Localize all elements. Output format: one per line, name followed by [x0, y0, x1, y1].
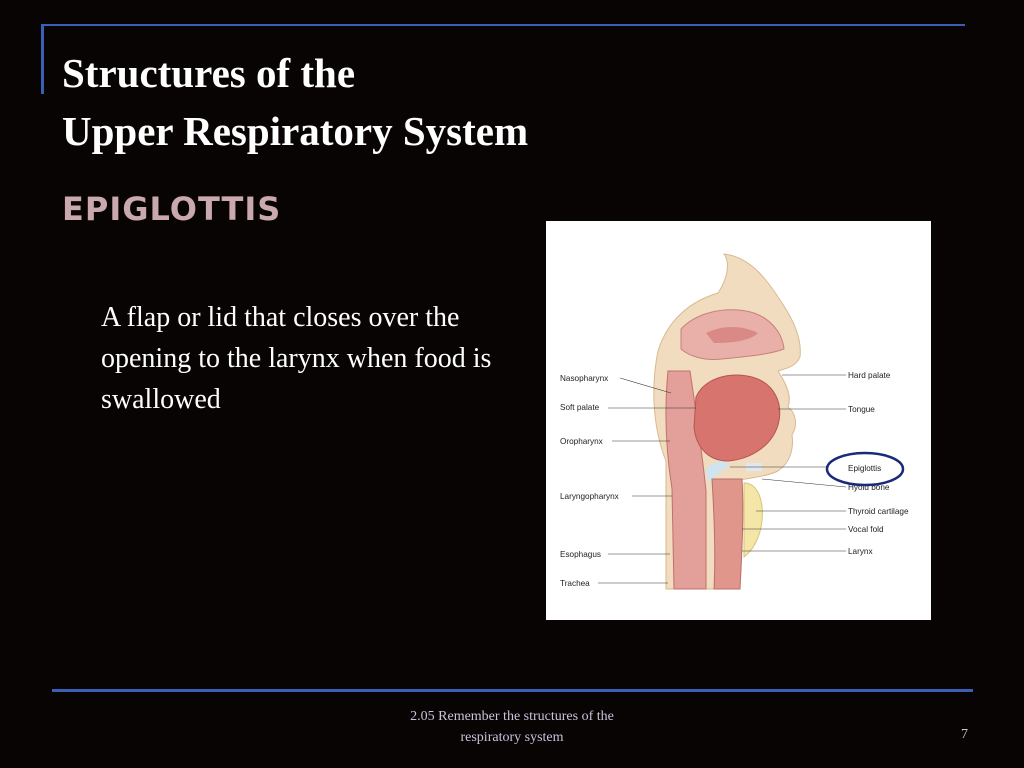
anatomy-diagram: Nasopharynx Soft palate Oropharynx Laryn…	[546, 221, 931, 620]
slide-title: Structures of the Upper Respiratory Syst…	[62, 44, 528, 160]
nasal-conchae-shape	[706, 327, 758, 343]
epiglottis-highlight-ring	[825, 451, 905, 487]
label-laryngopharynx: Laryngopharynx	[560, 492, 619, 501]
label-vocal-fold: Vocal fold	[848, 525, 884, 534]
label-esophagus: Esophagus	[560, 550, 601, 559]
slide-title-line-1: Structures of the	[62, 50, 356, 96]
slide-title-line-2: Upper Respiratory System	[62, 108, 529, 154]
label-hard-palate: Hard palate	[848, 371, 891, 380]
body-text: A flap or lid that closes over the openi…	[101, 302, 492, 415]
label-tongue: Tongue	[848, 405, 875, 414]
label-nasopharynx: Nasopharynx	[560, 374, 608, 383]
label-oropharynx: Oropharynx	[560, 437, 603, 446]
bottom-accent-rule	[52, 689, 973, 692]
slide-footer: 2.05 Remember the structures of the resp…	[362, 706, 662, 748]
label-soft-palate: Soft palate	[560, 403, 600, 412]
epiglottis-shape	[706, 461, 730, 483]
footer-line-1: 2.05 Remember the structures of the	[410, 709, 614, 724]
label-larynx: Larynx	[848, 547, 873, 556]
page-number: 7	[961, 727, 968, 742]
larynx-shape	[711, 478, 744, 590]
leader-line	[619, 377, 672, 394]
label-epiglottis: Epiglottis	[848, 464, 881, 473]
slide-subtitle: Epiglottis	[62, 190, 282, 228]
footer-line-2: respiratory system	[460, 730, 564, 745]
label-trachea: Trachea	[560, 579, 590, 588]
tongue-shape	[693, 374, 781, 462]
thyroid-cartilage-shape	[743, 482, 763, 559]
label-hyoid-bone: Hyoid bone	[848, 483, 890, 492]
left-accent-rule	[41, 24, 44, 94]
label-thyroid-cartilage: Thyroid cartilage	[848, 507, 909, 516]
top-accent-rule	[43, 24, 965, 26]
leader-line	[761, 478, 847, 488]
leader-lines	[598, 374, 847, 584]
head-sagittal-section-illustration: Nasopharynx Soft palate Oropharynx Laryn…	[560, 253, 909, 590]
